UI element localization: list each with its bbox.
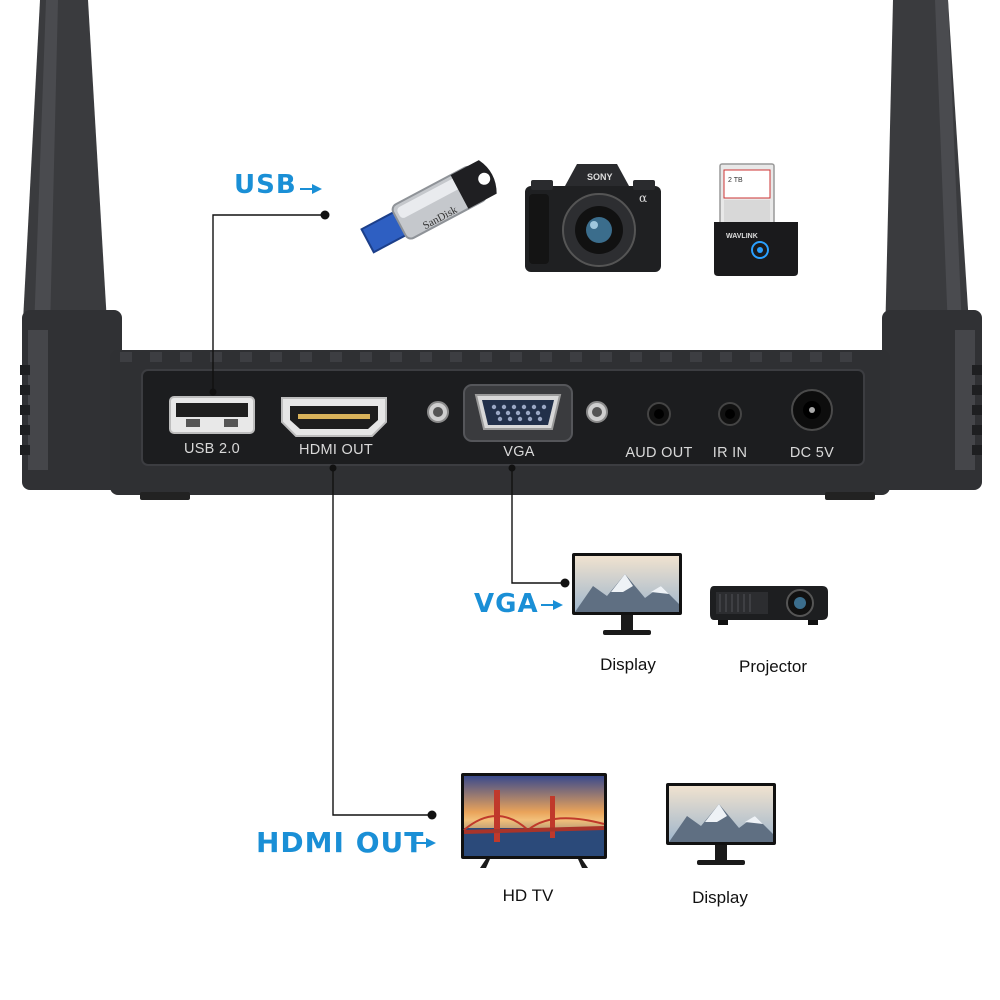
port-label-aud: AUD OUT — [625, 445, 693, 461]
caption-projector: Projector — [738, 657, 808, 676]
dock-brand: WAVLINK — [726, 233, 758, 240]
camera-model: α — [639, 191, 647, 205]
screw-left — [427, 401, 449, 423]
hdmi-display-icon — [666, 783, 776, 865]
hd-tv-icon — [461, 773, 607, 868]
caption-vga-display: Display — [600, 655, 656, 674]
caption-hdtv: HD TV — [502, 886, 554, 905]
audio-out-jack[interactable] — [646, 401, 672, 427]
usb-arrow-icon — [300, 184, 322, 194]
hdd-dock-icon: 2 TB WAVLINK — [714, 163, 798, 276]
camera-brand: SONY — [587, 172, 613, 182]
caption-hdmi-display: Display — [692, 888, 748, 907]
vga-port[interactable] — [463, 384, 574, 443]
camera-icon: SONY α — [525, 164, 661, 272]
port-label-dc: DC 5V — [789, 445, 835, 461]
vga-display-icon — [572, 553, 682, 635]
port-label-hdmi: HDMI OUT — [298, 442, 374, 458]
vga-arrow-icon — [541, 600, 563, 610]
hdmi-port[interactable] — [280, 396, 390, 440]
hdmi-callout: HDMI OUT — [256, 826, 425, 859]
dc-power-jack[interactable] — [790, 388, 834, 432]
ir-in-jack[interactable] — [717, 401, 743, 427]
usb-port[interactable] — [169, 396, 260, 437]
port-label-vga: VGA — [503, 444, 535, 460]
usb-callout: USB — [234, 170, 297, 200]
port-label-usb: USB 2.0 — [183, 441, 241, 457]
usb-flash-drive-icon: SanDisk — [360, 160, 497, 254]
screw-right — [586, 401, 608, 423]
port-label-ir: IR IN — [712, 445, 748, 461]
vga-callout: VGA — [474, 589, 539, 619]
hdmi-arrow-icon — [414, 838, 436, 848]
hdd-label: 2 TB — [728, 177, 743, 184]
projector-icon — [710, 586, 828, 625]
